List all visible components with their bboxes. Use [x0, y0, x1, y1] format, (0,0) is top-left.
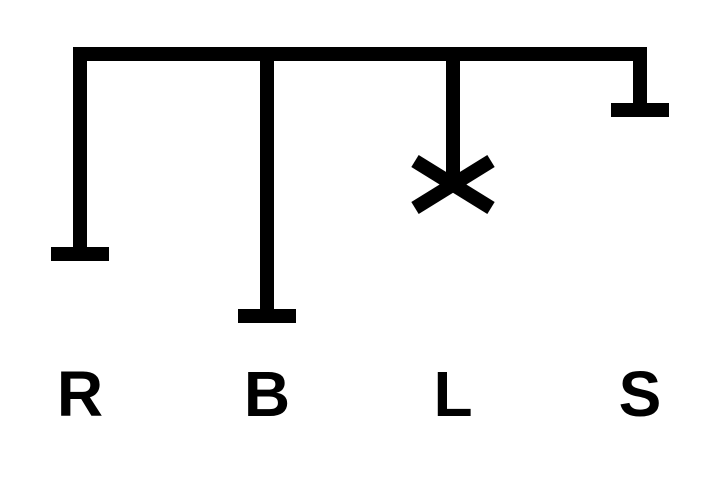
label-l: L — [433, 358, 473, 430]
label-r: R — [56, 358, 104, 430]
label-b: B — [243, 358, 291, 430]
label-s: S — [618, 358, 662, 430]
branch-l-cross-b — [411, 155, 495, 214]
